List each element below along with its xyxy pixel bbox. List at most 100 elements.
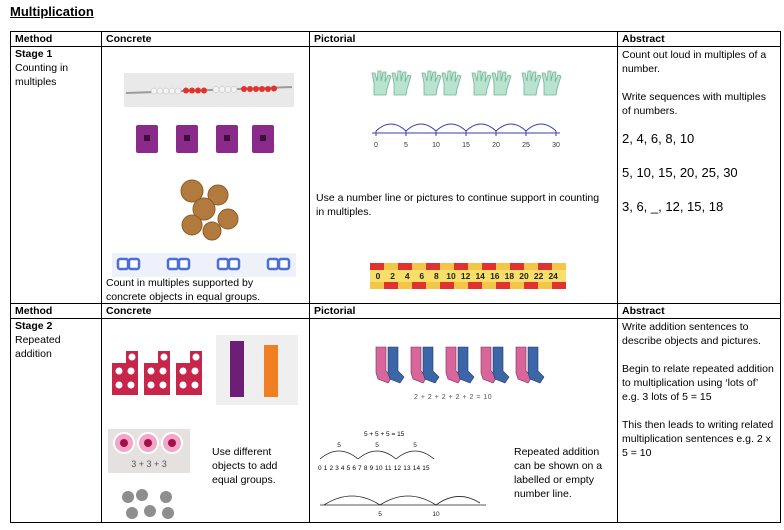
- stage1-concrete-cell: Count in multiples supported by concrete…: [101, 46, 310, 304]
- number-line-label: 25: [522, 142, 530, 149]
- strip-cell: [370, 263, 384, 270]
- stage1-seq1: 2, 4, 6, 8, 10: [622, 131, 695, 146]
- strip-number: 0: [376, 271, 381, 281]
- strip-cell: [552, 282, 566, 289]
- empty-line-label: 10: [432, 511, 440, 518]
- strip-cell: [384, 282, 398, 289]
- stage2-title: Stage 2: [15, 320, 53, 332]
- strip-number: 2: [390, 271, 395, 281]
- strip-cell: [398, 263, 412, 270]
- stage2-concrete-text: Use different objects to add equal group…: [212, 446, 278, 486]
- bowls-image: 3 + 3 + 3: [108, 429, 190, 473]
- empty-line-label: 5: [378, 511, 382, 518]
- number-line-label: 0: [374, 142, 378, 149]
- strip-cell: [496, 282, 510, 289]
- cube-towers-image: [216, 335, 298, 405]
- strip-cell: [482, 263, 496, 270]
- header-concrete-2: Concrete: [101, 303, 310, 319]
- strip-cell: [384, 263, 398, 270]
- stage1-abstract-line1: Count out loud in multiples of a number.: [622, 49, 767, 75]
- strip-number: 12: [461, 271, 471, 281]
- stage1-abstract-line2: Write sequences with multiples of number…: [622, 91, 766, 117]
- strip-cell: [440, 263, 454, 270]
- jump-label: 5: [375, 442, 379, 449]
- stage1-description: Counting in multiples: [15, 62, 69, 88]
- strip-cell: [538, 282, 552, 289]
- strip-number: 24: [548, 271, 558, 281]
- page-title: Multiplication: [10, 4, 94, 19]
- number-line-label: 5: [404, 142, 408, 149]
- strip-cell: [510, 282, 524, 289]
- number-line-label: 20: [492, 142, 500, 149]
- number-line-label: 30: [552, 142, 560, 149]
- strip-cell: [538, 263, 552, 270]
- stage1-seq2: 5, 10, 15, 20, 25, 30: [622, 165, 738, 180]
- strip-number: 18: [505, 271, 515, 281]
- jump-numbers: 0 1 2 3 4 5 6 7 8 9 10 11 12 13 14 15: [318, 465, 430, 472]
- cubes-image: [136, 125, 274, 153]
- strip-cell: [510, 263, 524, 270]
- sock-pair: [410, 346, 440, 384]
- strip-cell: [468, 282, 482, 289]
- sock-pair: [445, 346, 475, 384]
- stage2-description: Repeated addition: [15, 334, 61, 360]
- number-line-label: 15: [462, 142, 470, 149]
- bead-string-image: [124, 73, 294, 107]
- jump-sum: 5 + 5 + 5 = 15: [364, 431, 405, 438]
- header-pictorial-2: Pictorial: [309, 303, 618, 319]
- strip-cell: [468, 263, 482, 270]
- socks-sum: 2 + 2 + 2 + 2 + 2 = 10: [414, 394, 493, 401]
- stage1-title: Stage 1: [15, 48, 53, 60]
- number-line-label: 10: [432, 142, 440, 149]
- stage1-method-cell: Stage 1 Counting in multiples: [10, 46, 102, 304]
- stage2-abstract-line2: Begin to relate repeated addition to mul…: [622, 363, 774, 403]
- strip-number: 20: [519, 271, 529, 281]
- strip-number: 6: [419, 271, 424, 281]
- header-method: Method: [10, 31, 102, 47]
- header-abstract: Abstract: [617, 31, 781, 47]
- stage1-abstract-cell: Count out loud in multiples of a number.…: [617, 46, 781, 304]
- socks-image: [375, 346, 545, 384]
- strip-cell: [524, 282, 538, 289]
- header-method-2: Method: [10, 303, 102, 319]
- strip-cell: [440, 282, 454, 289]
- header-concrete: Concrete: [101, 31, 310, 47]
- strip-cell: [426, 282, 440, 289]
- multiplication-table: Method Concrete Pictorial Abstract Stage…: [10, 31, 781, 523]
- counter-pairs-image: [112, 253, 296, 277]
- header-pictorial: Pictorial: [309, 31, 618, 47]
- sock-pair: [480, 346, 510, 384]
- header-abstract-2: Abstract: [617, 303, 781, 319]
- strip-cell: [398, 282, 412, 289]
- strip-cell: [552, 263, 566, 270]
- strip-cell: [496, 263, 510, 270]
- stage2-abstract-line3: This then leads to writing related multi…: [622, 419, 774, 459]
- sock-pair: [515, 346, 545, 384]
- stage1-pictorial-text: Use a number line or pictures to continu…: [316, 192, 600, 218]
- strip-number: 22: [534, 271, 544, 281]
- stage2-method-cell: Stage 2 Repeated addition: [10, 318, 102, 523]
- stage1-concrete-caption: Count in multiples supported by concrete…: [106, 277, 261, 303]
- strip-number: 14: [475, 271, 485, 281]
- jump-label: 5: [413, 442, 417, 449]
- strip-cell: [370, 282, 384, 289]
- strip-number: 10: [446, 271, 456, 281]
- strip-cell: [454, 282, 468, 289]
- stage2-pictorial-cell: 2 + 2 + 2 + 2 + 2 = 10 5 + 5 + 5 = 15 5 5…: [309, 318, 618, 523]
- stage1-seq3: 3, 6, _, 12, 15, 18: [622, 199, 724, 214]
- sock-pair: [375, 346, 405, 384]
- grey-counters-image: [122, 489, 174, 519]
- strip-cell: [524, 263, 538, 270]
- strip-cell: [482, 282, 496, 289]
- stage2-abstract-line1: Write addition sentences to describe obj…: [622, 321, 761, 347]
- coins-image: [180, 179, 239, 241]
- stage2-pictorial-text: Repeated addition can be shown on a labe…: [514, 446, 603, 500]
- strip-cell: [454, 263, 468, 270]
- strip-number: 4: [405, 271, 410, 281]
- stage2-abstract-cell: Write addition sentences to describe obj…: [617, 318, 781, 523]
- jump-number-line: 0 5 10 15 20 25 30: [372, 123, 560, 149]
